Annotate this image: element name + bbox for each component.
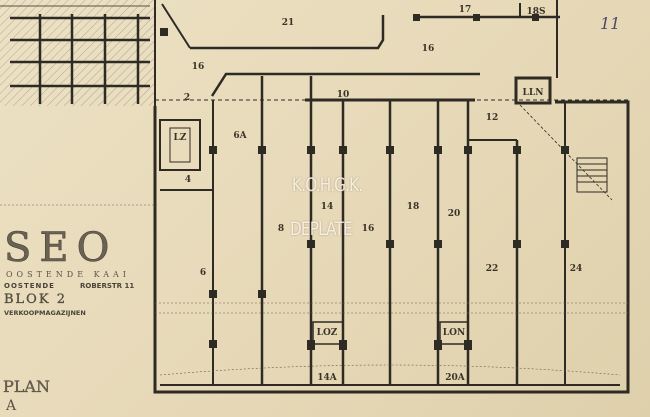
watermark-line: DEPLATE bbox=[290, 218, 353, 240]
plan-label: PLAN bbox=[3, 377, 50, 396]
title-block: BLOK 2 bbox=[4, 292, 67, 307]
title-monogram: SEO bbox=[4, 225, 118, 271]
room-label: 6A bbox=[233, 131, 247, 141]
room-label: LOZ bbox=[317, 328, 338, 338]
hatched-parking-area bbox=[0, 0, 156, 106]
title-street: ROBERSTR 11 bbox=[80, 282, 135, 290]
room-label: 8 bbox=[278, 224, 284, 234]
pillars bbox=[160, 14, 569, 350]
title-monogram-subtitle: OOSTENDE KAAI bbox=[6, 270, 130, 279]
sheet-number: 11 bbox=[600, 14, 621, 33]
room-label: 12 bbox=[486, 113, 499, 123]
room-label: 22 bbox=[486, 264, 499, 274]
room-label: 2 bbox=[184, 93, 190, 103]
title-subject: VERKOOPMAGAZIJNEN bbox=[4, 309, 86, 317]
dimension-lines bbox=[0, 204, 628, 376]
room-label: 20 bbox=[448, 209, 461, 219]
room-label: LON bbox=[443, 328, 465, 338]
room-label: 10 bbox=[337, 90, 350, 100]
room-label: 17 bbox=[459, 5, 472, 15]
room-label: LLN bbox=[523, 88, 544, 98]
room-label: LZ bbox=[174, 133, 187, 143]
room-label: 14A bbox=[317, 373, 338, 383]
room-label: 4 bbox=[185, 175, 191, 185]
walls bbox=[153, 0, 630, 394]
room-label: 6 bbox=[200, 268, 206, 278]
room-label: 20A bbox=[445, 373, 466, 383]
room-label: 16 bbox=[192, 62, 205, 72]
room-label: 16 bbox=[362, 224, 375, 234]
room-label: 14 bbox=[321, 202, 334, 212]
room-label: 18 bbox=[407, 202, 420, 212]
watermark-line: K.O.H.G.K. bbox=[292, 174, 363, 196]
room-label: 16 bbox=[422, 44, 435, 54]
title-city: OOSTENDE bbox=[4, 282, 55, 290]
room-label: 24 bbox=[570, 264, 583, 274]
room-label: 21 bbox=[282, 18, 295, 28]
room-labels: 21 17 18S 16 16 2 6A 10 LLN 12 LZ 4 8 14… bbox=[174, 5, 583, 383]
plan-letter: A bbox=[6, 398, 17, 414]
room-label: 18S bbox=[526, 7, 545, 17]
